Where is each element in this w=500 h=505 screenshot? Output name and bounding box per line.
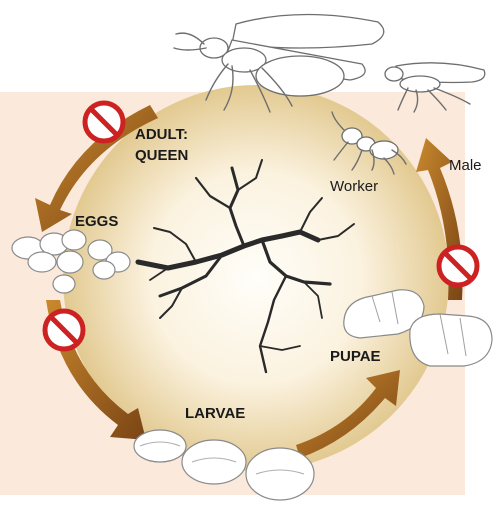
label-larvae: LARVAE <box>185 405 245 422</box>
label-pupae: PUPAE <box>330 348 381 365</box>
label-eggs: EGGS <box>75 213 118 230</box>
label-adult-queen-line2: QUEEN <box>135 147 188 164</box>
label-worker: Worker <box>330 178 378 195</box>
label-adult-queen-line1: ADULT: <box>135 126 188 143</box>
no-symbol-icon-queen <box>85 103 123 141</box>
label-male: Male <box>449 157 482 174</box>
no-symbol-icon-eggs <box>45 311 83 349</box>
no-symbol-icon-pupae <box>439 247 477 285</box>
